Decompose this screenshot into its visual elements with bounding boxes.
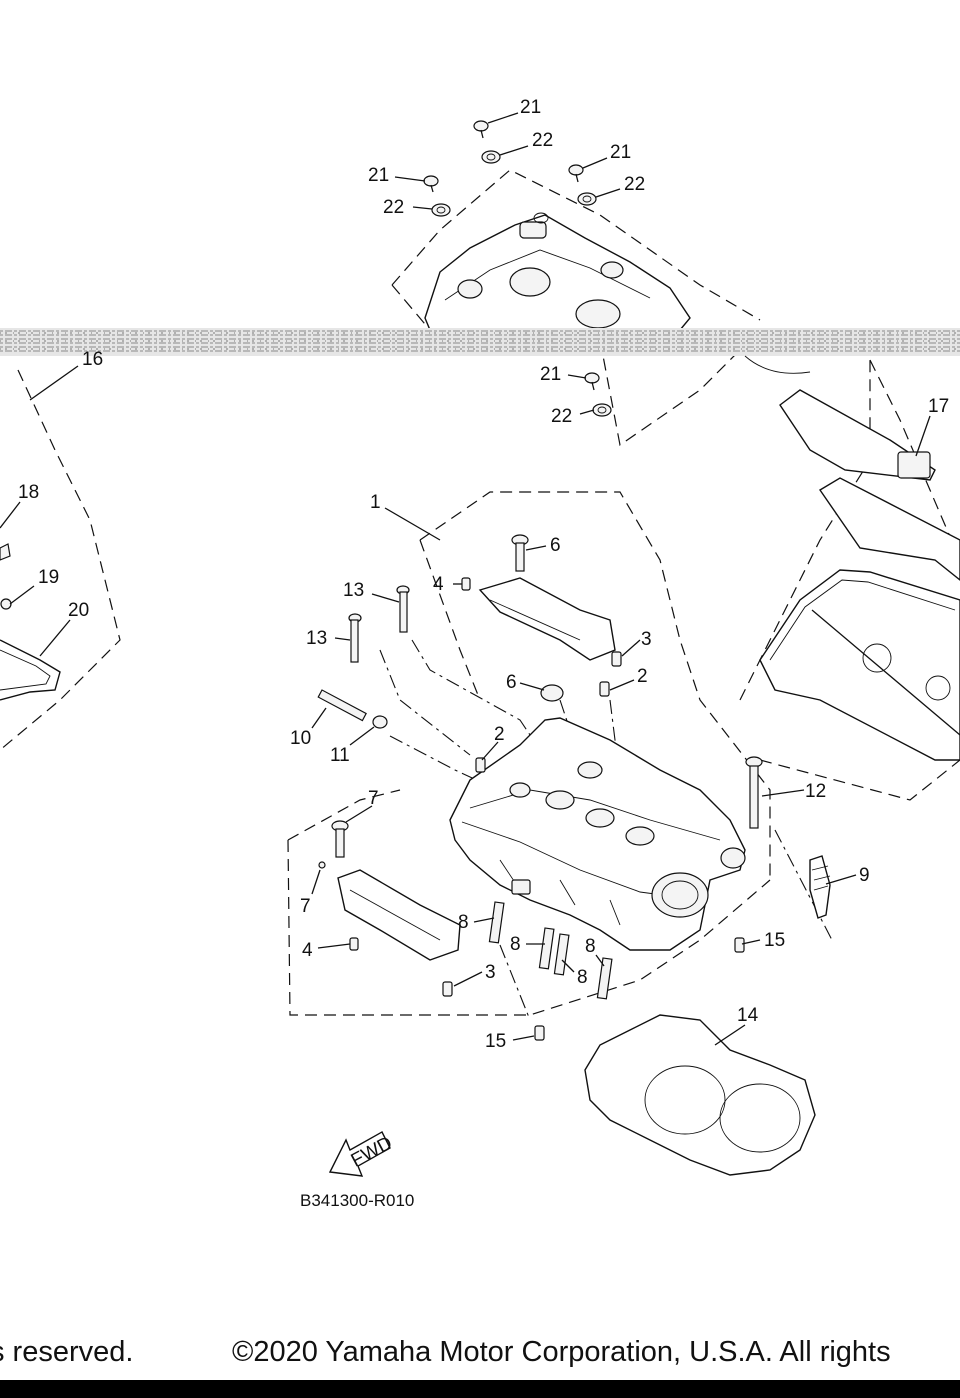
bottom-bar <box>0 1380 960 1398</box>
callout-19: 19 <box>38 567 59 588</box>
callout-9: 9 <box>859 865 870 886</box>
callout-8: 8 <box>585 936 596 957</box>
callout-13: 13 <box>306 628 327 649</box>
fasteners <box>317 120 763 1041</box>
callout-22: 22 <box>551 406 572 427</box>
callout-21: 21 <box>610 142 631 163</box>
callout-22: 22 <box>624 174 645 195</box>
callout-2: 2 <box>637 666 648 687</box>
callout-12: 12 <box>805 781 826 802</box>
callout-15: 15 <box>764 930 785 951</box>
callout-15: 15 <box>485 1031 506 1052</box>
valve-cover-group <box>391 169 761 447</box>
callout-5: 6 <box>550 535 561 556</box>
callout-4: 4 <box>302 940 313 961</box>
callout-21: 21 <box>368 165 389 186</box>
callout-8: 8 <box>510 934 521 955</box>
callout-8: 8 <box>577 967 588 988</box>
diagram-code: B341300-R010 <box>300 1191 414 1210</box>
left-cover-group <box>0 365 121 751</box>
callout-7: 7 <box>300 896 311 917</box>
callout-10: 10 <box>290 728 311 749</box>
callout-22: 22 <box>532 130 553 151</box>
callout-3: 3 <box>641 629 652 650</box>
callout-14: 14 <box>737 1005 759 1026</box>
scan-noise-band <box>0 328 960 374</box>
callout-labels: 21 22 21 22 21 22 21 22 16 17 18 19 20 1… <box>18 97 949 1052</box>
callout-1: 1 <box>370 492 381 513</box>
right-gasket-group <box>739 359 960 801</box>
cylinder-head-group <box>287 491 833 1176</box>
callout-21: 21 <box>540 364 561 385</box>
callout-18: 18 <box>18 482 39 503</box>
callout-4: 4 <box>433 574 444 595</box>
callout-13: 13 <box>343 580 364 601</box>
leader-lines <box>0 112 931 1046</box>
callout-2: 2 <box>494 724 505 745</box>
callout-8: 8 <box>458 912 469 933</box>
callout-17: 17 <box>928 396 949 417</box>
callout-22: 22 <box>383 197 404 218</box>
copyright-left: s reserved. <box>0 1336 134 1368</box>
callout-5: 7 <box>368 788 379 809</box>
copyright-right: ©2020 Yamaha Motor Corporation, U.S.A. A… <box>232 1336 891 1368</box>
callout-6: 6 <box>506 672 517 693</box>
callout-11: 11 <box>330 745 350 766</box>
callout-21: 21 <box>520 97 541 118</box>
callout-3: 3 <box>485 962 496 983</box>
fwd-arrow-icon: FWD <box>328 1131 396 1177</box>
callout-16: 16 <box>82 349 103 370</box>
callout-20: 20 <box>68 600 89 621</box>
